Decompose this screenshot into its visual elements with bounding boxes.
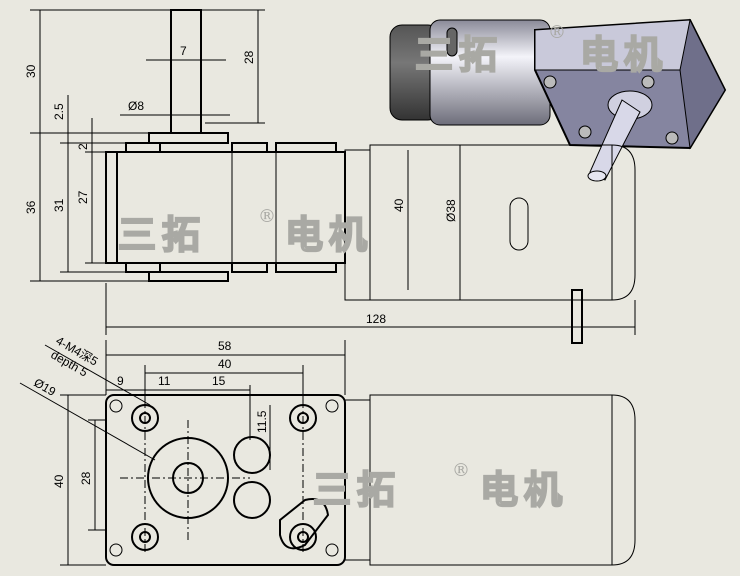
dim-30: 30 [24, 64, 38, 78]
dim-dia-38: Ø38 [444, 199, 458, 222]
svg-text:三拓: 三拓 [118, 213, 206, 257]
svg-text:电机: 电机 [285, 213, 373, 257]
dim-11-5: 11.5 [255, 410, 269, 433]
dim-11: 11 [158, 374, 171, 388]
dim-31: 31 [52, 198, 66, 212]
dim-dia-8: Ø8 [128, 99, 144, 113]
dim-27: 27 [76, 190, 90, 204]
watermark-render: 三拓 ® 电机 [414, 22, 668, 78]
svg-text:三拓: 三拓 [415, 33, 503, 77]
dim-dia-19: Ø19 [32, 375, 59, 399]
svg-text:®: ® [258, 206, 276, 227]
dim-9: 9 [117, 374, 124, 388]
dim-2-5: 2.5 [52, 103, 66, 120]
svg-text:电机: 电机 [580, 33, 668, 77]
dim-40: 40 [392, 198, 406, 212]
svg-text:三拓: 三拓 [313, 468, 401, 512]
svg-text:®: ® [452, 460, 470, 481]
watermark-top: 三拓 ® 电机 [117, 206, 373, 258]
dim-40-v: 40 [52, 474, 66, 488]
dim-58: 58 [218, 339, 232, 353]
dim-28: 28 [242, 50, 256, 64]
dim-28-v: 28 [79, 471, 93, 485]
dim-15: 15 [212, 374, 226, 388]
screw-icons [109, 399, 339, 557]
motor-can [369, 144, 636, 301]
dim-40-h: 40 [218, 357, 232, 371]
dim-128: 128 [366, 312, 386, 326]
top-view: 30 36 2.5 31 2 27 7 Ø8 28 40 Ø38 128 [24, 9, 636, 344]
dim-36: 36 [24, 200, 38, 214]
watermark-bottom: 三拓 ® 电机 [312, 460, 568, 513]
svg-text:电机: 电机 [480, 468, 568, 512]
svg-text:®: ® [548, 22, 566, 43]
front-view: 58 40 9 11 15 11.5 4-M4深5 depth 5 Ø19 40… [19, 333, 636, 566]
dim-7: 7 [180, 44, 187, 58]
motor-3d-render [389, 18, 727, 182]
dim-2: 2 [76, 143, 90, 150]
